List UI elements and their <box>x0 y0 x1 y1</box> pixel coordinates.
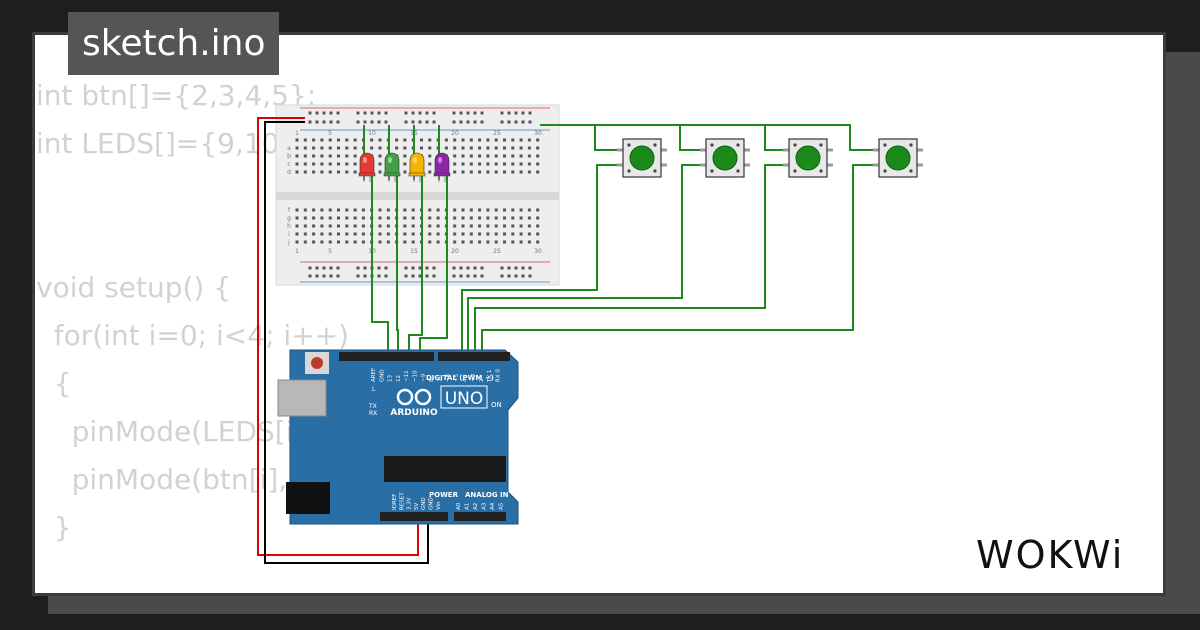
yellow-led[interactable] <box>408 152 426 182</box>
breadboard-col-label: 10 <box>368 130 376 137</box>
power-jack <box>286 482 330 514</box>
pin-label: TX 1 <box>487 370 493 383</box>
pin-label: ~11 <box>404 370 410 382</box>
pin-label: RX 0 <box>496 369 502 382</box>
pin-label: A4 <box>490 502 496 510</box>
arduino-brand: ARDUINO <box>390 408 438 418</box>
pin-label: 5V <box>414 503 420 510</box>
pin-label: Vin <box>436 501 442 510</box>
code-line: } <box>36 511 72 544</box>
pin-label: GND <box>429 497 435 510</box>
code-line: for(int i=0; i<4; i++) <box>36 319 350 352</box>
breadboard-col-label: 25 <box>493 248 501 255</box>
breadboard-col-label: 30 <box>534 248 542 255</box>
breadboard-row-label: b <box>287 153 291 160</box>
breadboard-row-label: g <box>287 215 291 222</box>
pin-label: ~10 <box>413 370 419 382</box>
code-line: void setup() { <box>36 271 232 304</box>
pin-label: ~9 <box>421 373 427 382</box>
code-line: { <box>36 367 72 400</box>
usb-port <box>277 379 327 417</box>
pin-label: A1 <box>465 503 471 510</box>
digital-header-right <box>438 352 510 361</box>
atmega-chip <box>384 456 506 482</box>
wokwi-logo-text: WOKWi <box>976 533 1124 577</box>
pin-label: A2 <box>473 503 479 510</box>
arduino-model: UNO <box>445 389 484 409</box>
led-label-tx: TX <box>368 403 377 410</box>
pushbutton-4[interactable] <box>873 138 923 178</box>
breadboard-row-label: c <box>287 161 290 168</box>
analog-label: ANALOG IN <box>465 491 509 499</box>
breadboard-col-label: 30 <box>534 130 542 137</box>
pin-label: GND <box>421 497 427 510</box>
pin-label: IOREF <box>392 494 398 510</box>
pushbutton-3[interactable] <box>783 138 833 178</box>
pin-label: 13 <box>388 375 394 382</box>
breadboard-row-label: f <box>288 207 291 214</box>
pushbutton-2[interactable] <box>700 138 750 178</box>
breadboard-col-label: 5 <box>328 248 332 255</box>
pushbutton-group <box>617 138 923 178</box>
pin-label: AREF <box>371 368 377 382</box>
button-wires <box>461 124 880 355</box>
pin-label: 4 <box>462 378 468 382</box>
pin-label: ~3 <box>471 373 477 382</box>
breadboard-col-label: 1 <box>295 130 299 137</box>
breadboard-row-label: d <box>287 169 291 176</box>
breadboard-col-label: 20 <box>451 130 459 137</box>
breadboard-row-label: a <box>287 145 291 152</box>
purple-led[interactable] <box>433 152 451 182</box>
pin-label: A5 <box>499 502 505 510</box>
green-led[interactable] <box>383 152 401 182</box>
pin-label: 3.3V <box>407 497 413 510</box>
led-label-rx: RX <box>369 410 377 417</box>
breadboard-col-label: 25 <box>493 130 501 137</box>
pin-label: 8 <box>429 378 435 382</box>
wokwi-logo: WOKWi <box>976 533 1124 577</box>
pin-label: ~6 <box>446 373 452 382</box>
analog-header <box>454 512 506 521</box>
led-group <box>358 152 451 182</box>
pushbutton-1[interactable] <box>617 138 667 178</box>
power-header <box>380 512 448 521</box>
breadboard-col-label: 15 <box>410 248 418 255</box>
breadboard-col-label: 1 <box>295 248 299 255</box>
pin-label: GND <box>379 369 385 382</box>
pin-label: 7 <box>437 378 443 382</box>
pin-label: A0 <box>456 502 462 510</box>
digital-label: DIGITAL (PWM ~) <box>426 374 494 382</box>
breadboard-row-label: j <box>287 239 290 246</box>
pin-label: 12 <box>396 375 402 382</box>
arduino-uno[interactable]: ARDUINO UNO ON DIGITAL (PWM ~) POWER ANA… <box>277 349 519 525</box>
file-tab-label: sketch.ino <box>82 23 266 64</box>
power-label: POWER <box>429 491 459 499</box>
breadboard-row-label: i <box>288 231 290 238</box>
breadboard-col-label: 5 <box>328 130 332 137</box>
pin-label: RESET <box>399 492 405 510</box>
led-label-l: L <box>372 386 376 393</box>
pin-label: 2 <box>479 379 485 383</box>
breadboard-row-label: h <box>287 223 291 230</box>
red-led[interactable] <box>358 152 376 182</box>
digital-header-left <box>339 352 434 361</box>
power-wires <box>257 117 429 564</box>
on-label: ON <box>491 401 502 409</box>
arduino-logo-mark <box>396 388 432 406</box>
breadboard-col-label: 20 <box>451 248 459 255</box>
pin-label: A3 <box>482 502 488 510</box>
pin-label: ~5 <box>454 373 460 382</box>
file-tab[interactable]: sketch.ino <box>68 12 280 75</box>
